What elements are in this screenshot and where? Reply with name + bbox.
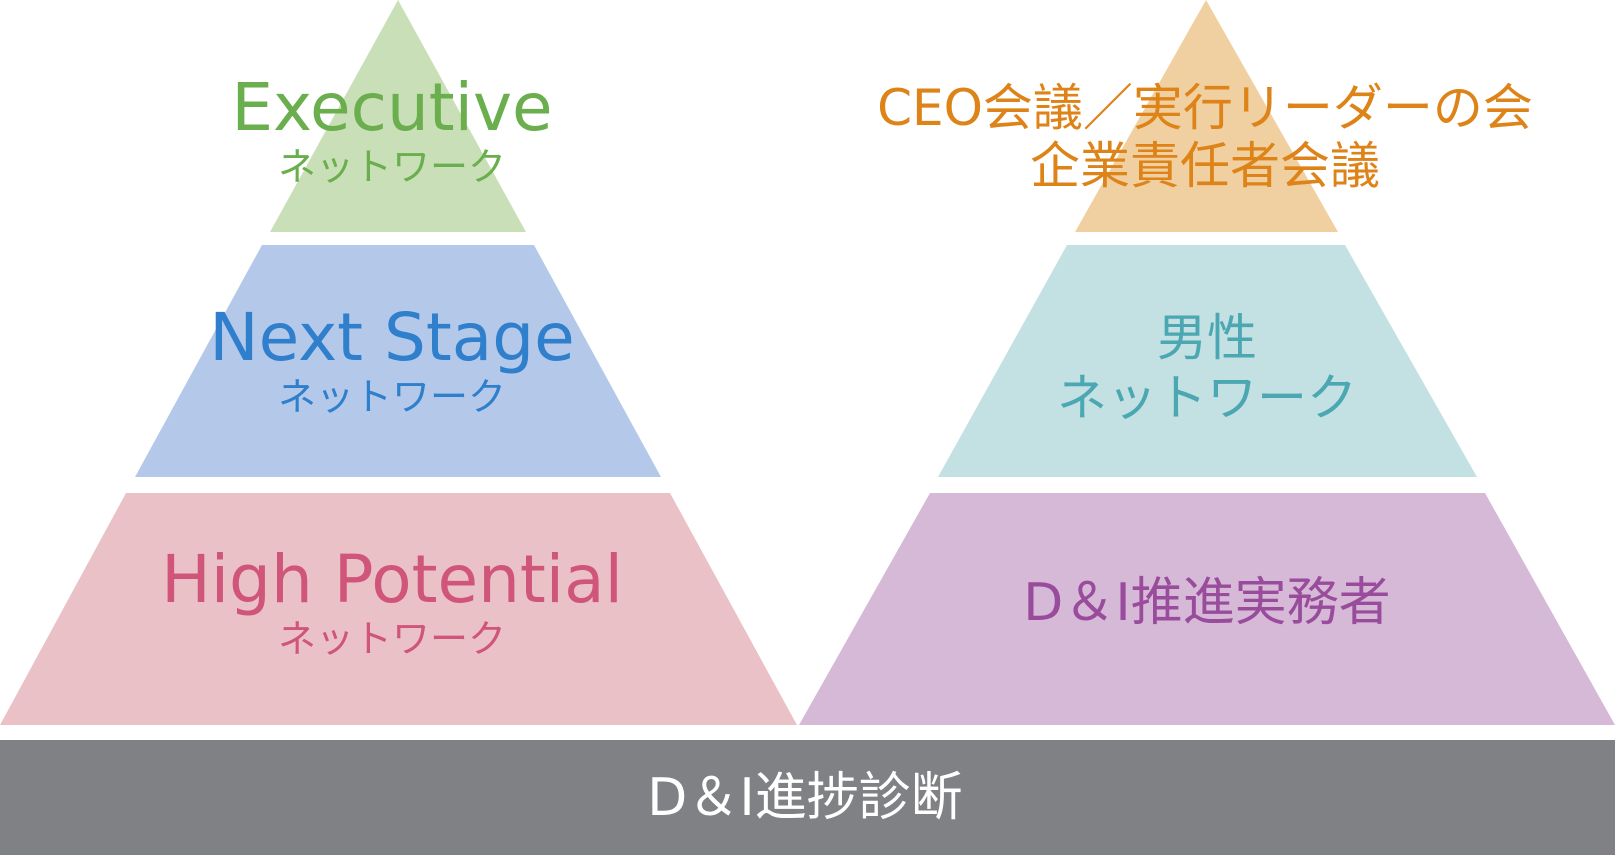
left-tier-next-stage-shape bbox=[135, 245, 661, 477]
left-pyramid: Executive ネットワーク Next Stage ネットワーク High … bbox=[0, 0, 797, 725]
executive-subtitle: ネットワーク bbox=[278, 145, 506, 189]
right-tier-ceo-meeting-shape bbox=[1075, 0, 1338, 232]
right-tier-male-network-shape bbox=[938, 245, 1477, 477]
di-progress-diagnosis-bar bbox=[0, 740, 1615, 855]
male-network-label-line1: 男性 bbox=[1157, 309, 1257, 367]
next-stage-title: Next Stage bbox=[209, 299, 574, 376]
right-pyramid: CEO会議／実行リーダーの会 企業責任者会議 男性 ネットワーク D＆I推進実務… bbox=[799, 0, 1615, 725]
right-tier-di-practitioners-shape bbox=[799, 493, 1615, 725]
executive-title: Executive bbox=[231, 69, 552, 146]
left-tier-high-potential-shape bbox=[0, 493, 797, 725]
ceo-meeting-label-line2: 企業責任者会議 bbox=[1030, 137, 1380, 195]
base-bar: D＆I進捗診断 bbox=[0, 740, 1615, 855]
high-potential-subtitle: ネットワーク bbox=[278, 617, 506, 661]
next-stage-subtitle: ネットワーク bbox=[278, 375, 506, 419]
high-potential-title: High Potential bbox=[161, 541, 623, 618]
di-practitioners-label: D＆I推進実務者 bbox=[1023, 573, 1390, 633]
male-network-label-line2: ネットワーク bbox=[1057, 369, 1357, 427]
ceo-meeting-label-line1: CEO会議／実行リーダーの会 bbox=[877, 79, 1533, 137]
di-progress-diagnosis-label: D＆I進捗診断 bbox=[647, 768, 962, 828]
left-tier-executive-shape bbox=[270, 0, 526, 232]
